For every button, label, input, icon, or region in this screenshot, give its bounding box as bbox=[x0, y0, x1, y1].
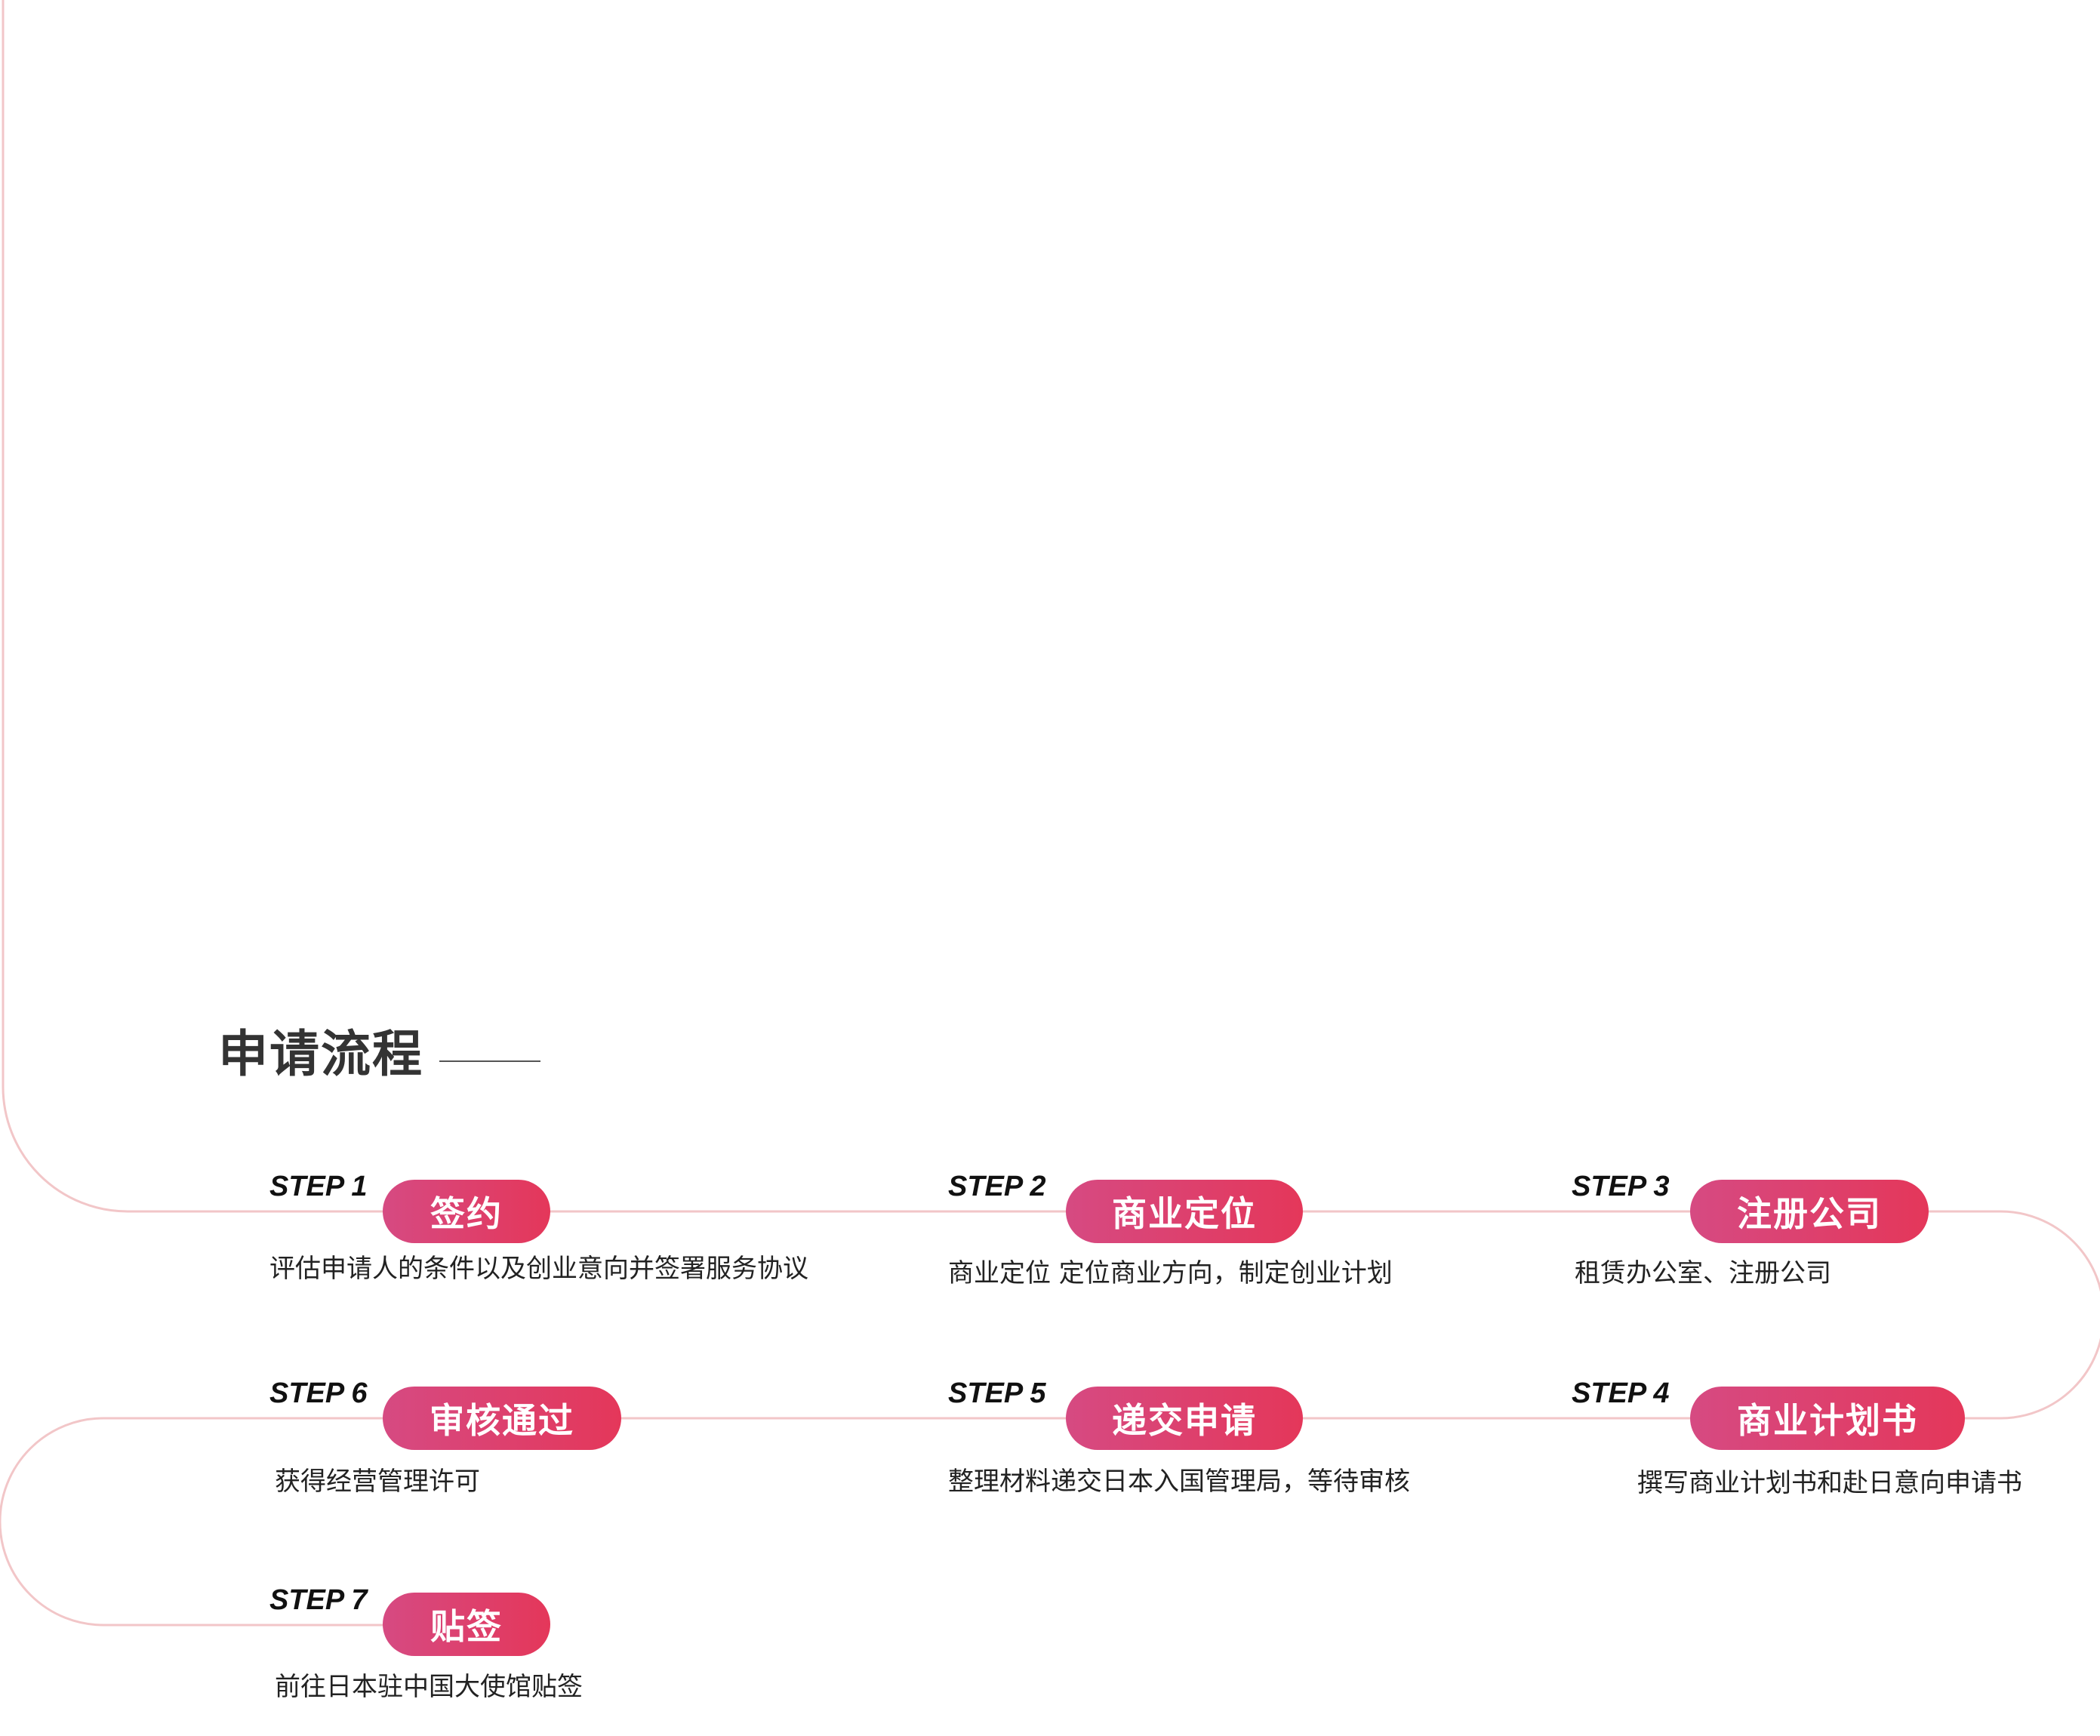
title-divider bbox=[439, 1060, 540, 1062]
step-6-description: 获得经营管理许可 bbox=[275, 1467, 480, 1497]
step-2-label: STEP 2 bbox=[948, 1171, 1046, 1202]
step-6-pill: 审核通过 bbox=[383, 1387, 621, 1450]
step-7-label: STEP 7 bbox=[269, 1584, 368, 1616]
step-3-pill: 注册公司 bbox=[1690, 1180, 1929, 1243]
flow-path bbox=[0, 0, 2100, 1627]
page-title: 申请流程 bbox=[218, 1025, 423, 1083]
step-6-label: STEP 6 bbox=[269, 1377, 368, 1409]
step-2-description: 商业定位 定位商业方向，制定创业计划 bbox=[948, 1258, 1393, 1288]
step-5-label: STEP 5 bbox=[948, 1377, 1046, 1409]
step-5-pill: 递交申请 bbox=[1066, 1387, 1303, 1450]
step-4-description: 撰写商业计划书和赴日意向申请书 bbox=[1637, 1468, 2022, 1498]
step-5-description: 整理材料递交日本入国管理局，等待审核 bbox=[948, 1467, 1410, 1497]
step-3-description: 租赁办公室、注册公司 bbox=[1575, 1258, 1831, 1288]
step-1-label: STEP 1 bbox=[269, 1171, 368, 1202]
step-1-pill: 签约 bbox=[383, 1180, 550, 1243]
step-4-label: STEP 4 bbox=[1572, 1377, 1670, 1409]
step-4-pill: 商业计划书 bbox=[1690, 1387, 1965, 1450]
step-2-pill: 商业定位 bbox=[1066, 1180, 1303, 1243]
step-7-pill: 贴签 bbox=[383, 1593, 550, 1656]
step-7-description: 前往日本驻中国大使馆贴签 bbox=[275, 1672, 583, 1702]
step-3-label: STEP 3 bbox=[1572, 1171, 1670, 1202]
step-1-description: 评估申请人的条件以及创业意向并签署服务协议 bbox=[269, 1254, 808, 1284]
